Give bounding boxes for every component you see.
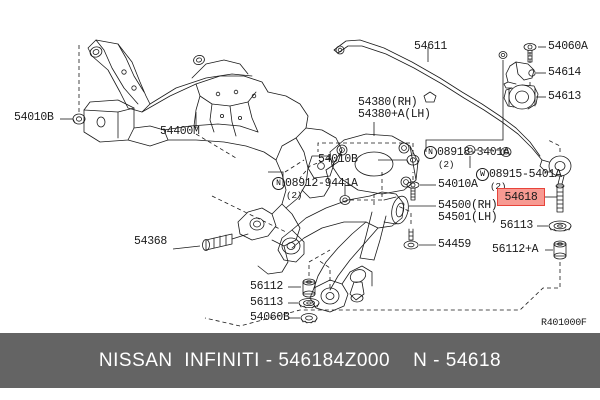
exploded-parts-diagram: 54010B 54400M 54611 54380(RH) 54380+A(LH… <box>14 39 588 329</box>
lower-control-arm <box>277 191 409 313</box>
callout-08918-3401a-qty: (2) <box>438 159 455 170</box>
highlighted-part-callout-54618[interactable]: 54618 <box>497 188 545 206</box>
footer-caption: NISSAN INFINITI - 546184Z000 N - 54618 <box>98 349 502 371</box>
nut-54060b <box>300 313 318 324</box>
washer-56113-right <box>548 220 572 232</box>
callout-56112a: 56112+A <box>492 243 539 256</box>
nut-08918 <box>498 51 508 59</box>
callout-54368: 54368 <box>134 235 168 248</box>
callout-56112-left: 56112 <box>250 280 284 293</box>
callout-54060a: 54060A <box>548 40 588 53</box>
strut-mount-54380 <box>329 133 419 195</box>
callout-54614: 54614 <box>548 66 582 79</box>
nut-54010b-left <box>72 113 86 125</box>
callout-08912-9441a-qty: (2) <box>286 190 303 201</box>
callout-54611: 54611 <box>414 40 448 53</box>
callout-54501-lh: 54501(LH) <box>438 211 498 224</box>
callout-54010b-left: 54010B <box>14 111 54 124</box>
callout-54459: 54459 <box>438 238 472 251</box>
bushing-56112a <box>553 240 567 260</box>
callout-08915-5401a-text: 08915-5401A <box>489 167 562 181</box>
callout-56113-left: 56113 <box>250 296 284 309</box>
callout-54380-rh: 54380(RH) <box>358 96 418 109</box>
stabilizer-bar <box>333 39 543 161</box>
footer-bar: NISSAN INFINITI - 546184Z000 N - 54618 <box>0 333 600 388</box>
callout-54010a: 54010A <box>438 178 478 191</box>
callout-54613: 54613 <box>548 90 582 103</box>
nut-symbol-icon: N <box>424 146 437 159</box>
callout-54380a-lh: 54380+A(LH) <box>358 108 431 121</box>
callout-08912-9441a-text: 08912-9441A <box>285 176 358 190</box>
drawing-number: R401000F <box>541 318 587 329</box>
callout-56113-right: 56113 <box>500 219 534 232</box>
stabilizer-link-54618 <box>539 155 572 213</box>
callout-08915-5401a-qty: (2) <box>490 181 507 192</box>
bushing-56112-left <box>302 278 316 298</box>
bolt-54010a <box>406 181 420 201</box>
callout-54500-rh: 54500(RH) <box>438 199 498 212</box>
stabilizer-bushing <box>503 84 539 110</box>
washer-56113-left <box>298 298 320 309</box>
leader-lines <box>60 42 561 327</box>
bolt-54368 <box>202 233 249 251</box>
stabilizer-bracket <box>503 61 536 89</box>
diagram-linework <box>60 39 572 327</box>
callout-54010b-mid: 54010B <box>318 153 358 166</box>
callout-08918-3401a-text: 08918-3401A <box>437 145 510 159</box>
nut-symbol-icon: N <box>272 177 285 190</box>
bolt-54459 <box>403 228 419 250</box>
callout-54060b: 54060B <box>250 311 290 324</box>
washer-symbol-icon: W <box>476 168 489 181</box>
callout-54400m: 54400M <box>160 125 200 138</box>
